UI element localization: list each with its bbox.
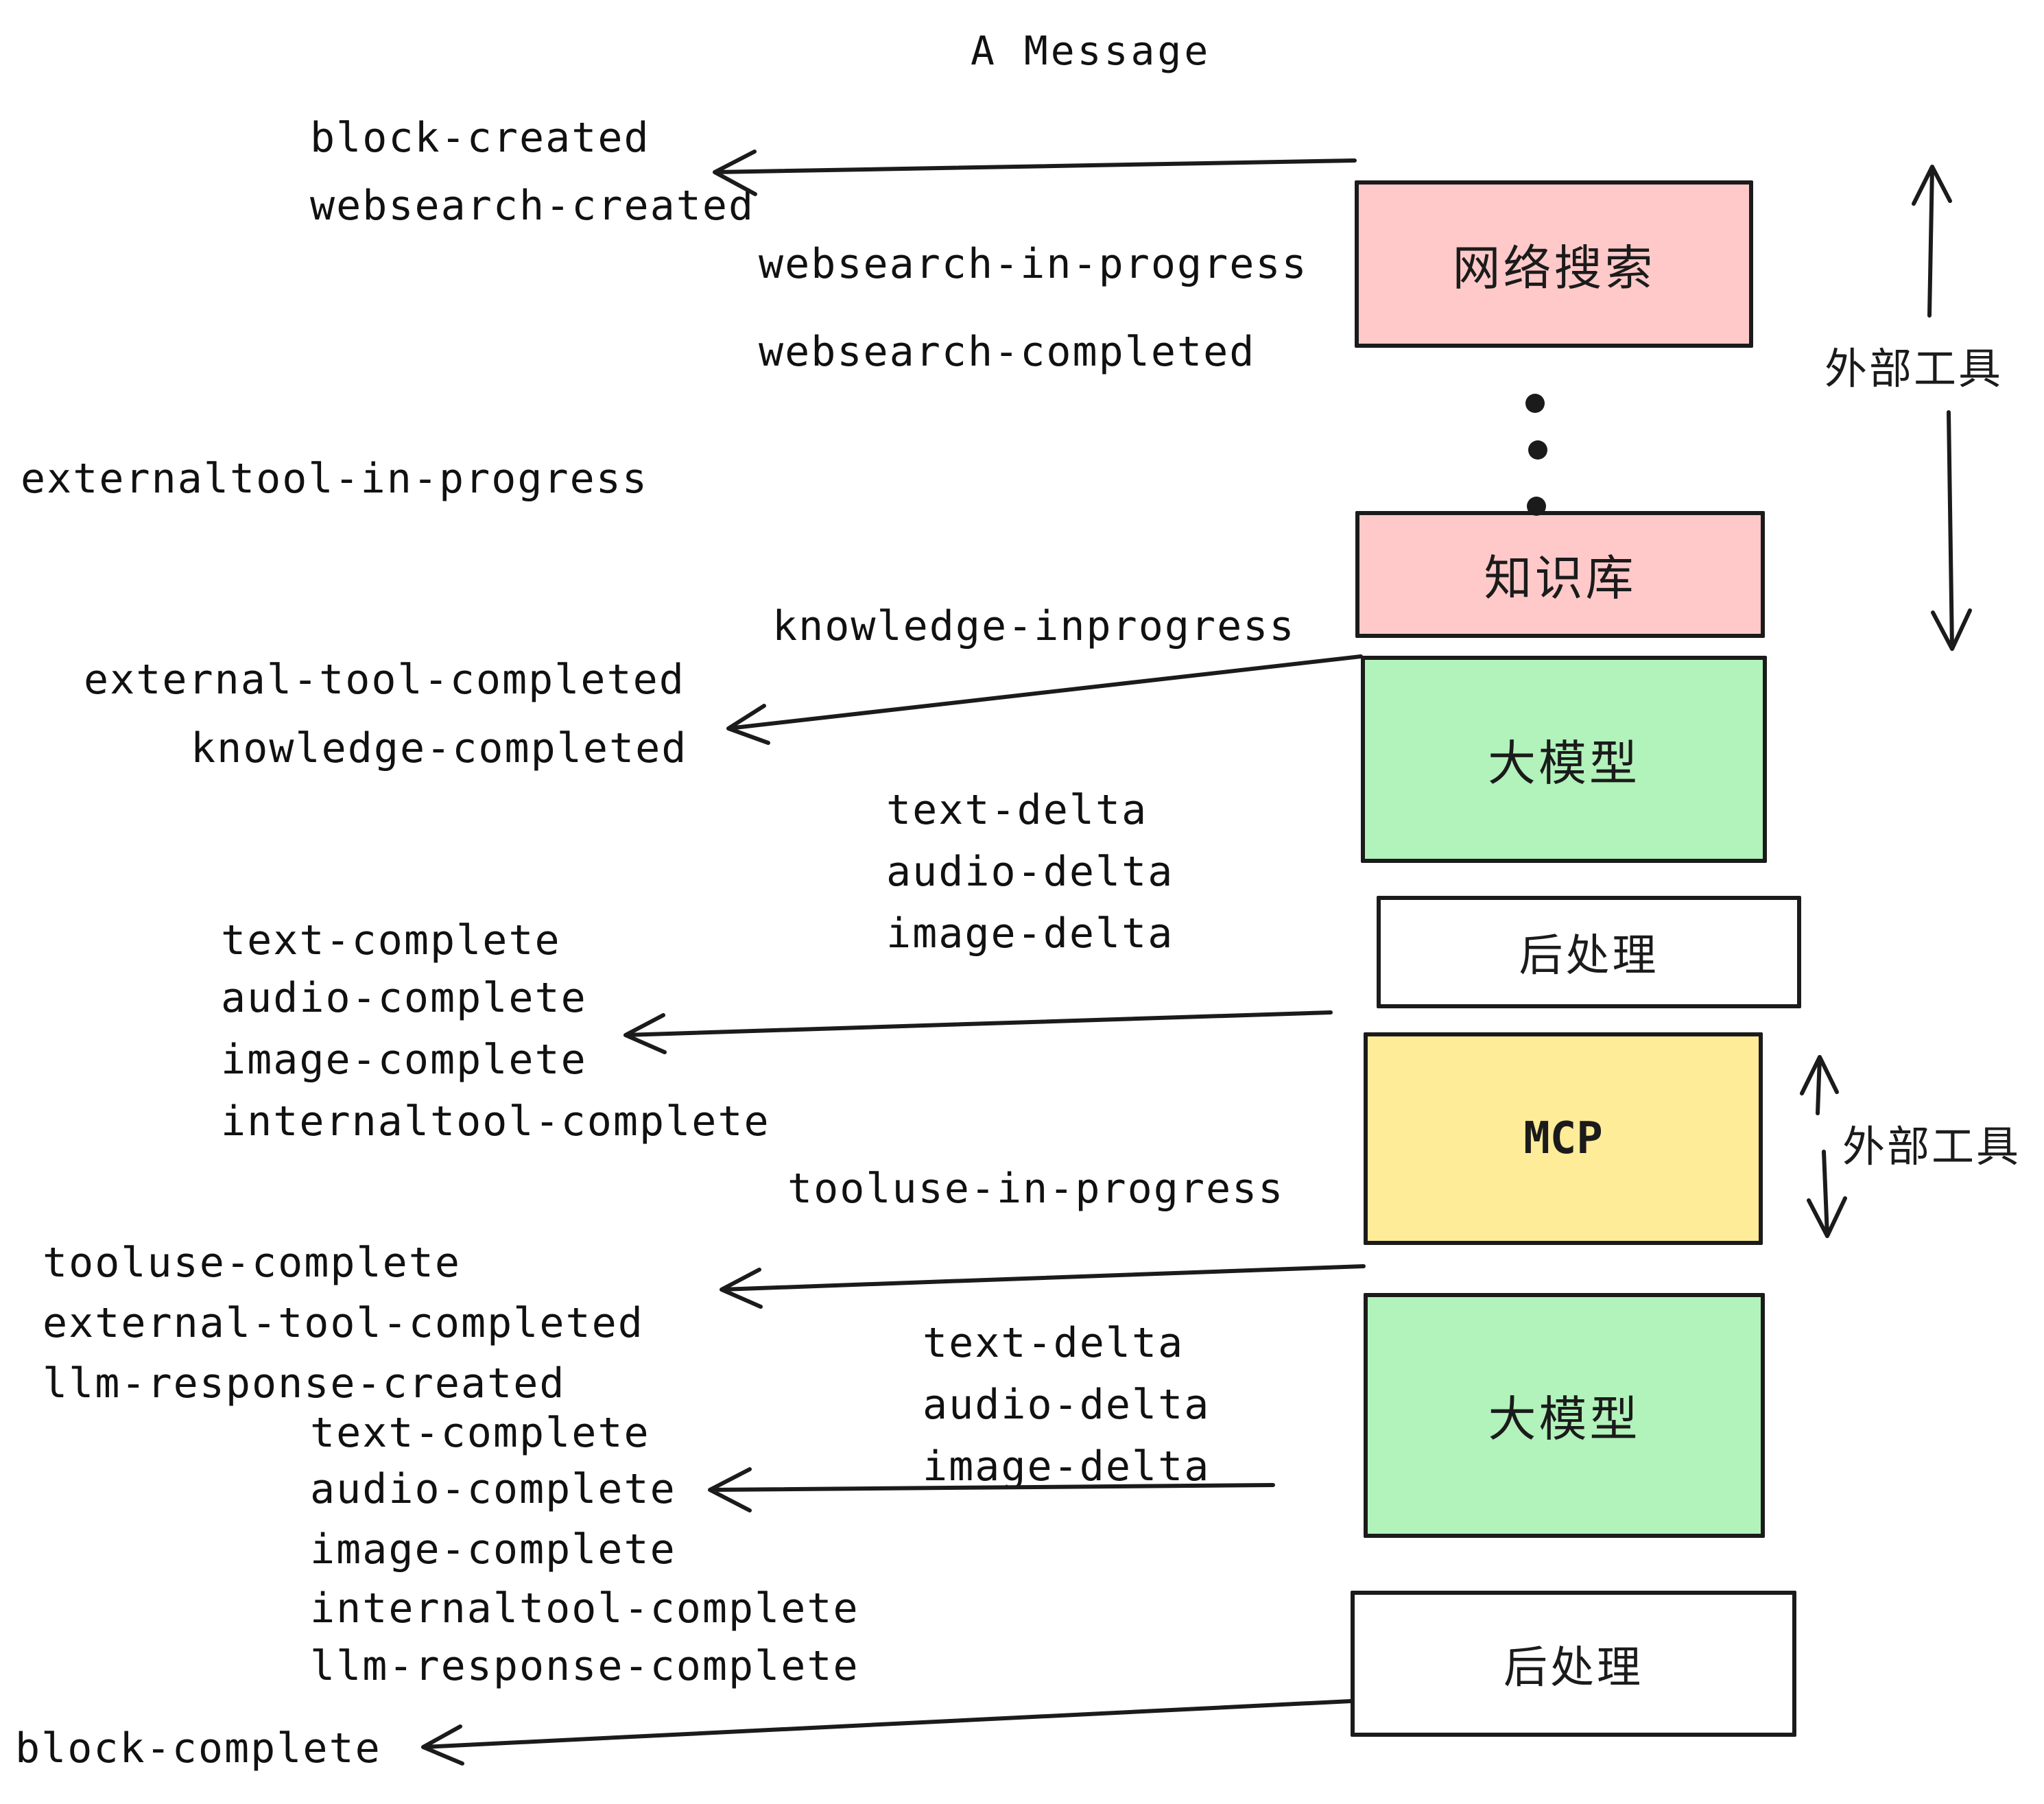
box-llm-1-label: 大模型: [1488, 735, 1640, 792]
event-label: external-tool-completed: [43, 1299, 644, 1347]
event-label: text-complete: [310, 1409, 650, 1457]
event-label: websearch-created: [310, 182, 755, 230]
box-post-1: 后处理: [1377, 896, 1801, 1008]
event-label: websearch-in-progress: [759, 240, 1308, 288]
box-llm-1: 大模型: [1361, 656, 1767, 863]
event-label: llm-response-created: [43, 1360, 566, 1408]
event-label: image-complete: [221, 1036, 587, 1084]
box-post-2-label: 后处理: [1504, 1642, 1643, 1694]
event-label: image-delta: [886, 910, 1174, 958]
box-post-2: 后处理: [1351, 1591, 1796, 1737]
event-label: audio-complete: [310, 1465, 676, 1513]
external-tools-down-arrow-2: [1807, 1150, 1847, 1238]
box-mcp-label: MCP: [1523, 1113, 1603, 1164]
event-label: internaltool-complete: [221, 1097, 770, 1146]
event-label: llm-response-complete: [310, 1642, 859, 1690]
event-label: text-delta: [923, 1319, 1185, 1367]
event-label: knowledge-inprogress: [772, 602, 1296, 650]
event-label: externaltool-in-progress: [21, 455, 648, 503]
box-websearch: 网络搜索: [1355, 180, 1753, 348]
external-tools-up-arrow-1: [1912, 165, 1952, 318]
box-knowledge-label: 知识库: [1484, 550, 1637, 606]
vertical-ellipsis: [1525, 394, 1547, 516]
event-label: knowledge-completed: [191, 724, 688, 772]
event-label: external-tool-completed: [84, 656, 685, 704]
event-label: audio-complete: [221, 974, 587, 1022]
box-websearch-label: 网络搜索: [1452, 239, 1656, 296]
box-knowledge: 知识库: [1355, 511, 1765, 638]
event-label: audio-delta: [923, 1381, 1211, 1429]
box-post-1-label: 后处理: [1519, 931, 1659, 982]
arrow-to-block-created: [713, 150, 1357, 196]
event-label: text-delta: [886, 786, 1148, 834]
event-label: internaltool-complete: [310, 1585, 859, 1633]
box-llm-2: 大模型: [1364, 1293, 1765, 1538]
box-llm-2-label: 大模型: [1488, 1391, 1641, 1447]
box-mcp: MCP: [1364, 1032, 1763, 1245]
side-label-external-tools-2: 外部工具: [1842, 1121, 2021, 1172]
event-label: text-complete: [221, 916, 561, 964]
event-label: image-delta: [923, 1443, 1211, 1491]
event-label: websearch-completed: [759, 328, 1256, 376]
event-label: block-complete: [15, 1724, 381, 1772]
event-label: tooluse-in-progress: [787, 1165, 1285, 1213]
side-label-external-tools-1: 外部工具: [1825, 344, 2004, 394]
arrow-to-image-complete: [623, 1010, 1333, 1054]
arrow-to-block-complete: [421, 1699, 1353, 1766]
arrow-to-tooluse-complete: [720, 1264, 1366, 1309]
event-label: audio-delta: [886, 848, 1174, 896]
event-label: tooluse-complete: [43, 1239, 461, 1287]
external-tools-up-arrow-2: [1800, 1055, 1839, 1115]
external-tools-down-arrow-1: [1931, 410, 1972, 651]
diagram-title: A Message: [971, 27, 1211, 74]
event-label: block-created: [310, 114, 650, 162]
arrow-to-knowledge-completed: [726, 654, 1363, 745]
event-label: image-complete: [310, 1526, 676, 1574]
